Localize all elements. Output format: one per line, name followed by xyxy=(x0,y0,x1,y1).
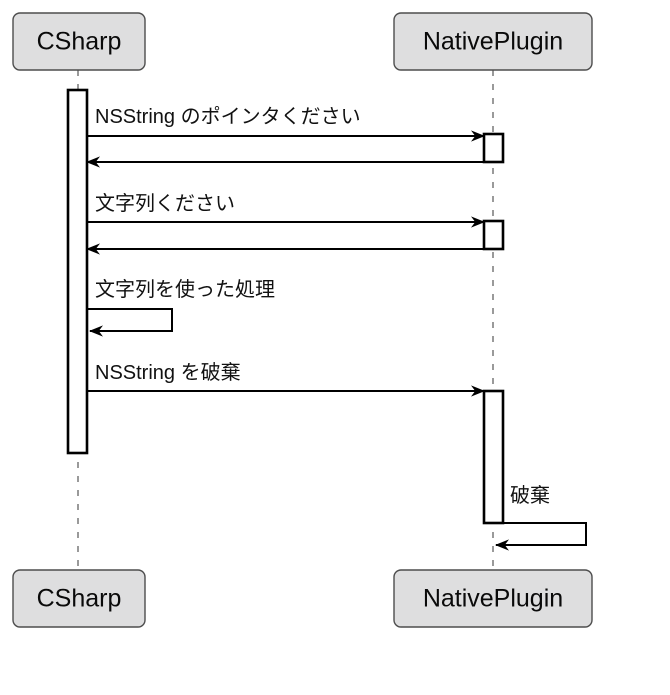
message-label-3: 文字列ください xyxy=(95,192,235,215)
participant-box-nativeplugin-bottom[interactable] xyxy=(393,569,593,628)
lifelines-group xyxy=(77,70,494,570)
participant-box-csharp-top[interactable] xyxy=(12,12,146,71)
message-label-6: NSString を破棄 xyxy=(95,361,241,384)
participant-label-nativeplugin-bottom: NativePlugin xyxy=(423,585,563,613)
participant-label-csharp-top: CSharp xyxy=(37,28,122,56)
participant-top-nativeplugin[interactable]: NativePlugin xyxy=(393,12,593,71)
message-labels-group: NSString のポインタください 文字列ください 文字列を使った処理 NSS… xyxy=(95,105,550,507)
message-label-1: NSString のポインタください xyxy=(95,105,361,128)
participant-label-csharp-bottom: CSharp xyxy=(37,585,122,613)
participant-label-nativeplugin-top: NativePlugin xyxy=(423,28,563,56)
activation-bar-nativeplugin-1 xyxy=(482,132,505,164)
message-arrow-7-self[interactable] xyxy=(495,522,587,551)
activation-bar-nativeplugin-2 xyxy=(482,219,505,251)
message-label-5: 文字列を使った処理 xyxy=(95,278,275,301)
messages-group xyxy=(86,130,587,551)
participant-top-csharp[interactable]: CSharp xyxy=(12,12,146,71)
participant-box-csharp-bottom[interactable] xyxy=(12,569,146,628)
participant-bottom-csharp[interactable]: CSharp xyxy=(12,569,146,628)
activations-group xyxy=(66,88,505,525)
activation-bar-csharp-main xyxy=(66,88,89,455)
activation-bar-nativeplugin-3 xyxy=(482,389,505,525)
participant-box-nativeplugin-top[interactable] xyxy=(393,12,593,71)
message-label-7: 破棄 xyxy=(510,484,550,507)
participant-bottom-nativeplugin[interactable]: NativePlugin xyxy=(393,569,593,628)
message-arrow-5-self[interactable] xyxy=(87,308,173,337)
